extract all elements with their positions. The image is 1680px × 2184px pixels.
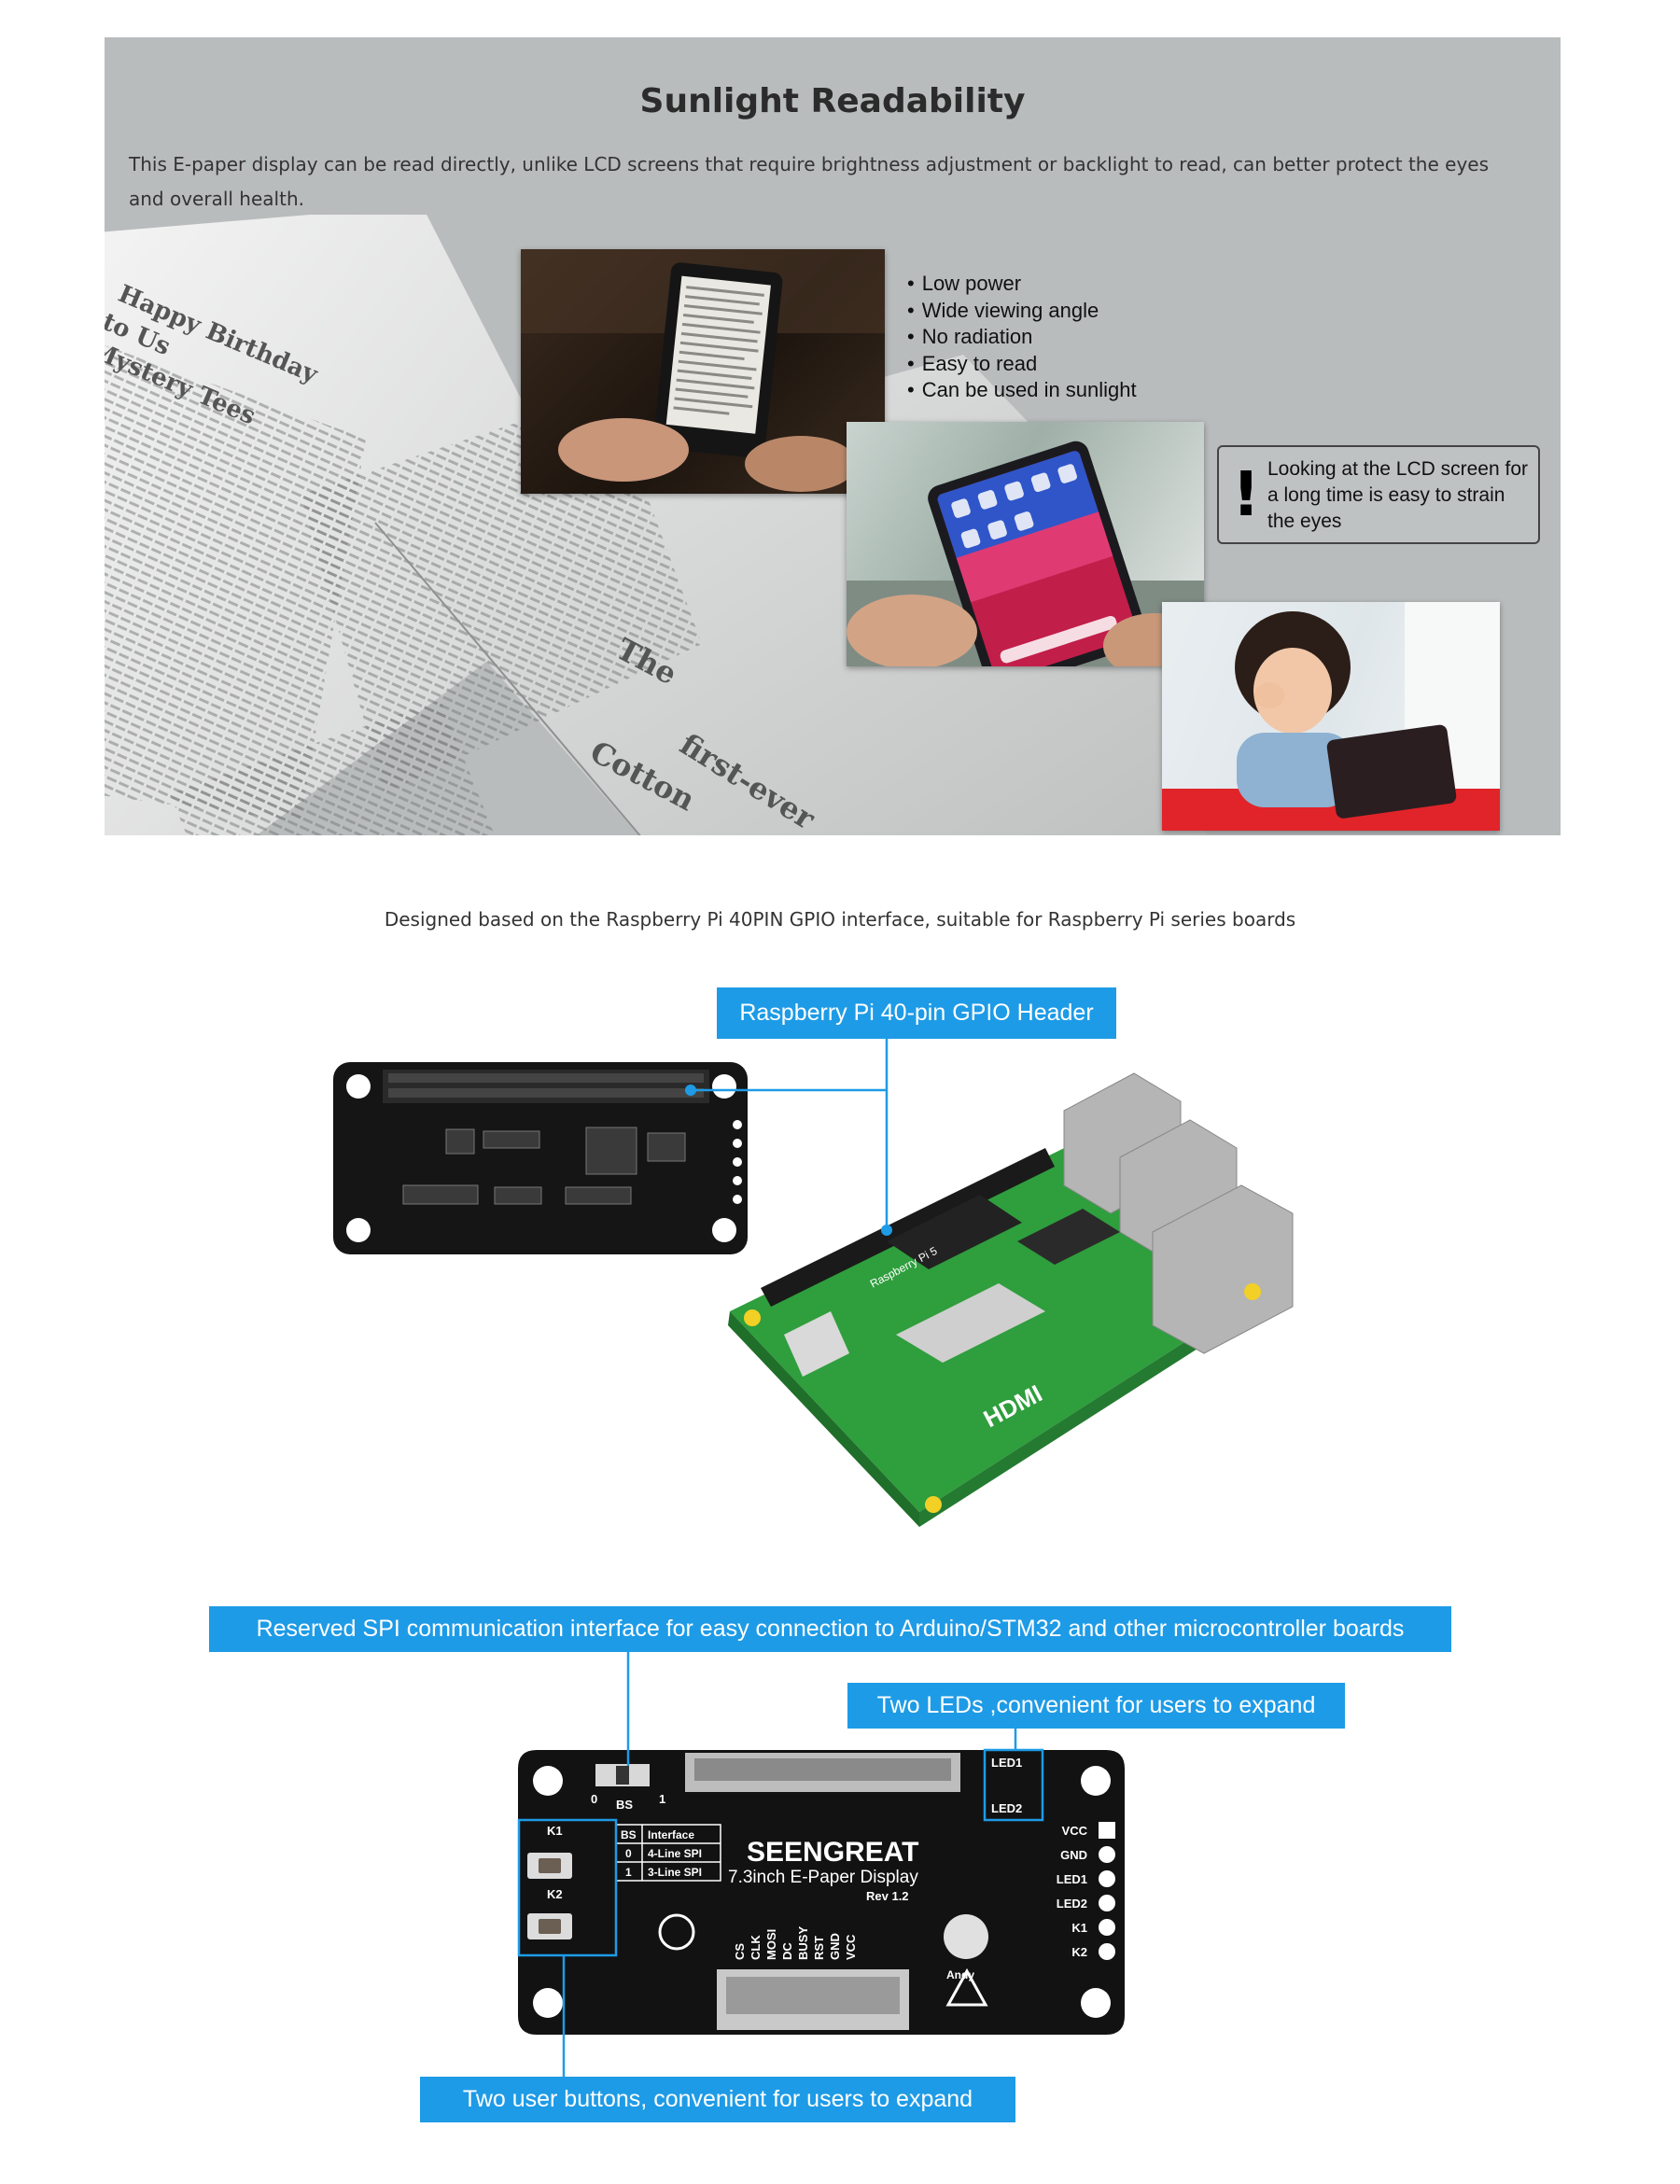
section-title: Sunlight Readability (639, 82, 1026, 120)
driver-board (518, 1750, 1125, 2035)
header-pin-label: MOSI (764, 1929, 778, 1960)
bs-table-header: BS (621, 1828, 637, 1841)
exclamation-icon: ! (1232, 458, 1261, 530)
bs-table-cell: 3-Line SPI (648, 1866, 702, 1879)
raspberry-pi-board: HDMI Raspberry Pi 5 (728, 1072, 1294, 1527)
driver-leader-lines (517, 1652, 1044, 2077)
sunlight-section: Happy Birthday to Us Mystery Tees The Co… (105, 37, 1561, 835)
ereader-photo (521, 249, 885, 494)
switch-left-label: 0 (591, 1792, 597, 1806)
side-pin-label: K1 (1071, 1921, 1087, 1935)
side-pin-label: LED2 (1057, 1897, 1087, 1911)
header-pin-label: BUSY (796, 1926, 810, 1960)
gpio-caption: Designed based on the Raspberry Pi 40PIN… (384, 908, 1296, 931)
side-pin-label: LED1 (1057, 1872, 1087, 1886)
gpio-header-label: Raspberry Pi 40-pin GPIO Header (717, 987, 1116, 1039)
header-pin-label: VCC (844, 1934, 858, 1960)
callout-text: Looking at the LCD screen for a long tim… (1267, 458, 1528, 532)
section-description: This E-paper display can be read directl… (129, 153, 1490, 210)
button-label-k2: K2 (547, 1887, 563, 1901)
led-label-2: LED2 (991, 1801, 1022, 1815)
switch-bs-label: BS (616, 1798, 633, 1812)
spi-interface-label: Reserved SPI communication interface for… (209, 1606, 1451, 1652)
header-pin-label: GND (828, 1933, 842, 1960)
switch-right-label: 1 (659, 1792, 665, 1806)
tablet-photo (847, 422, 1204, 666)
side-pin-label: GND (1060, 1848, 1087, 1862)
gpio-marker-dot (685, 1085, 696, 1096)
leds-label: Two LEDs ,convenient for users to expand (847, 1683, 1345, 1729)
eye-strain-callout: ! Looking at the LCD screen for a long t… (1217, 445, 1540, 544)
header-pin-label: CS (733, 1943, 747, 1960)
adapter-board (333, 1062, 748, 1254)
bs-table-cell: 4-Line SPI (648, 1847, 702, 1860)
button-label-k1: K1 (547, 1824, 563, 1838)
feature-item: Wide viewing angle (907, 298, 1137, 325)
mascot-label: Andy (946, 1968, 974, 1981)
header-pin-label: CLK (749, 1935, 763, 1960)
feature-item: Easy to read (907, 351, 1137, 378)
child-photo (1162, 602, 1500, 831)
revision-label: Rev 1.2 (866, 1889, 909, 1903)
bs-table-cell: 1 (625, 1866, 632, 1879)
user-buttons-label: Two user buttons, convenient for users t… (420, 2077, 1015, 2122)
feature-item: No radiation (907, 324, 1137, 351)
feature-item: Can be used in sunlight (907, 377, 1137, 404)
header-pin-label: DC (780, 1942, 794, 1960)
brand-logo: SEENGREAT (747, 1837, 918, 1868)
feature-list: Low power Wide viewing angle No radiatio… (907, 271, 1137, 404)
bs-table-cell: 0 (625, 1847, 632, 1860)
header-pin-label: RST (812, 1936, 826, 1960)
bs-table-header: Interface (648, 1828, 694, 1841)
gpio-leader-lines (691, 1039, 889, 1230)
side-pin-label: VCC (1062, 1824, 1088, 1838)
side-pin-label: K2 (1071, 1945, 1087, 1959)
gpio-marker-dot (881, 1225, 892, 1236)
product-name: 7.3inch E-Paper Display (728, 1868, 918, 1887)
feature-item: Low power (907, 271, 1137, 298)
led-label-1: LED1 (991, 1756, 1022, 1770)
